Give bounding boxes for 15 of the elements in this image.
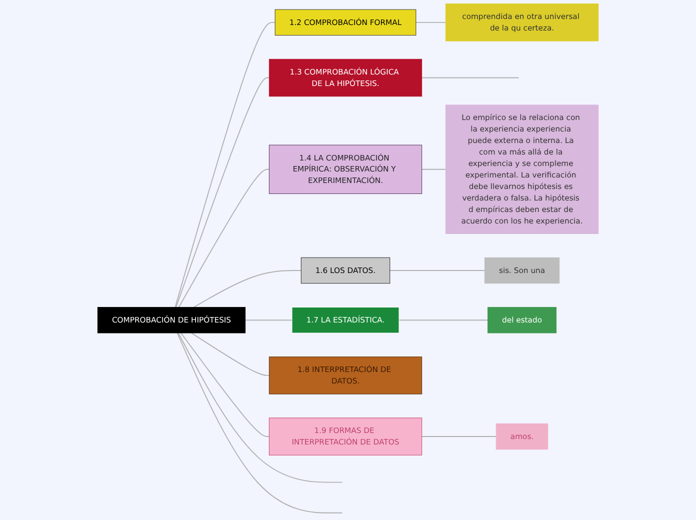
connector-line <box>178 168 270 308</box>
connector-line <box>398 320 488 321</box>
connector-line <box>174 22 276 308</box>
connector-line <box>190 332 270 376</box>
connector-line <box>415 22 446 23</box>
connector-line <box>176 77 270 308</box>
connector-line <box>421 77 520 78</box>
connector-line <box>180 332 270 437</box>
connector-line <box>421 168 446 170</box>
connector-line <box>389 270 486 271</box>
connector-line <box>178 332 343 483</box>
connector-line <box>176 332 343 514</box>
connector-line <box>421 436 497 437</box>
connector-line <box>193 270 302 308</box>
connector-line <box>244 320 292 321</box>
